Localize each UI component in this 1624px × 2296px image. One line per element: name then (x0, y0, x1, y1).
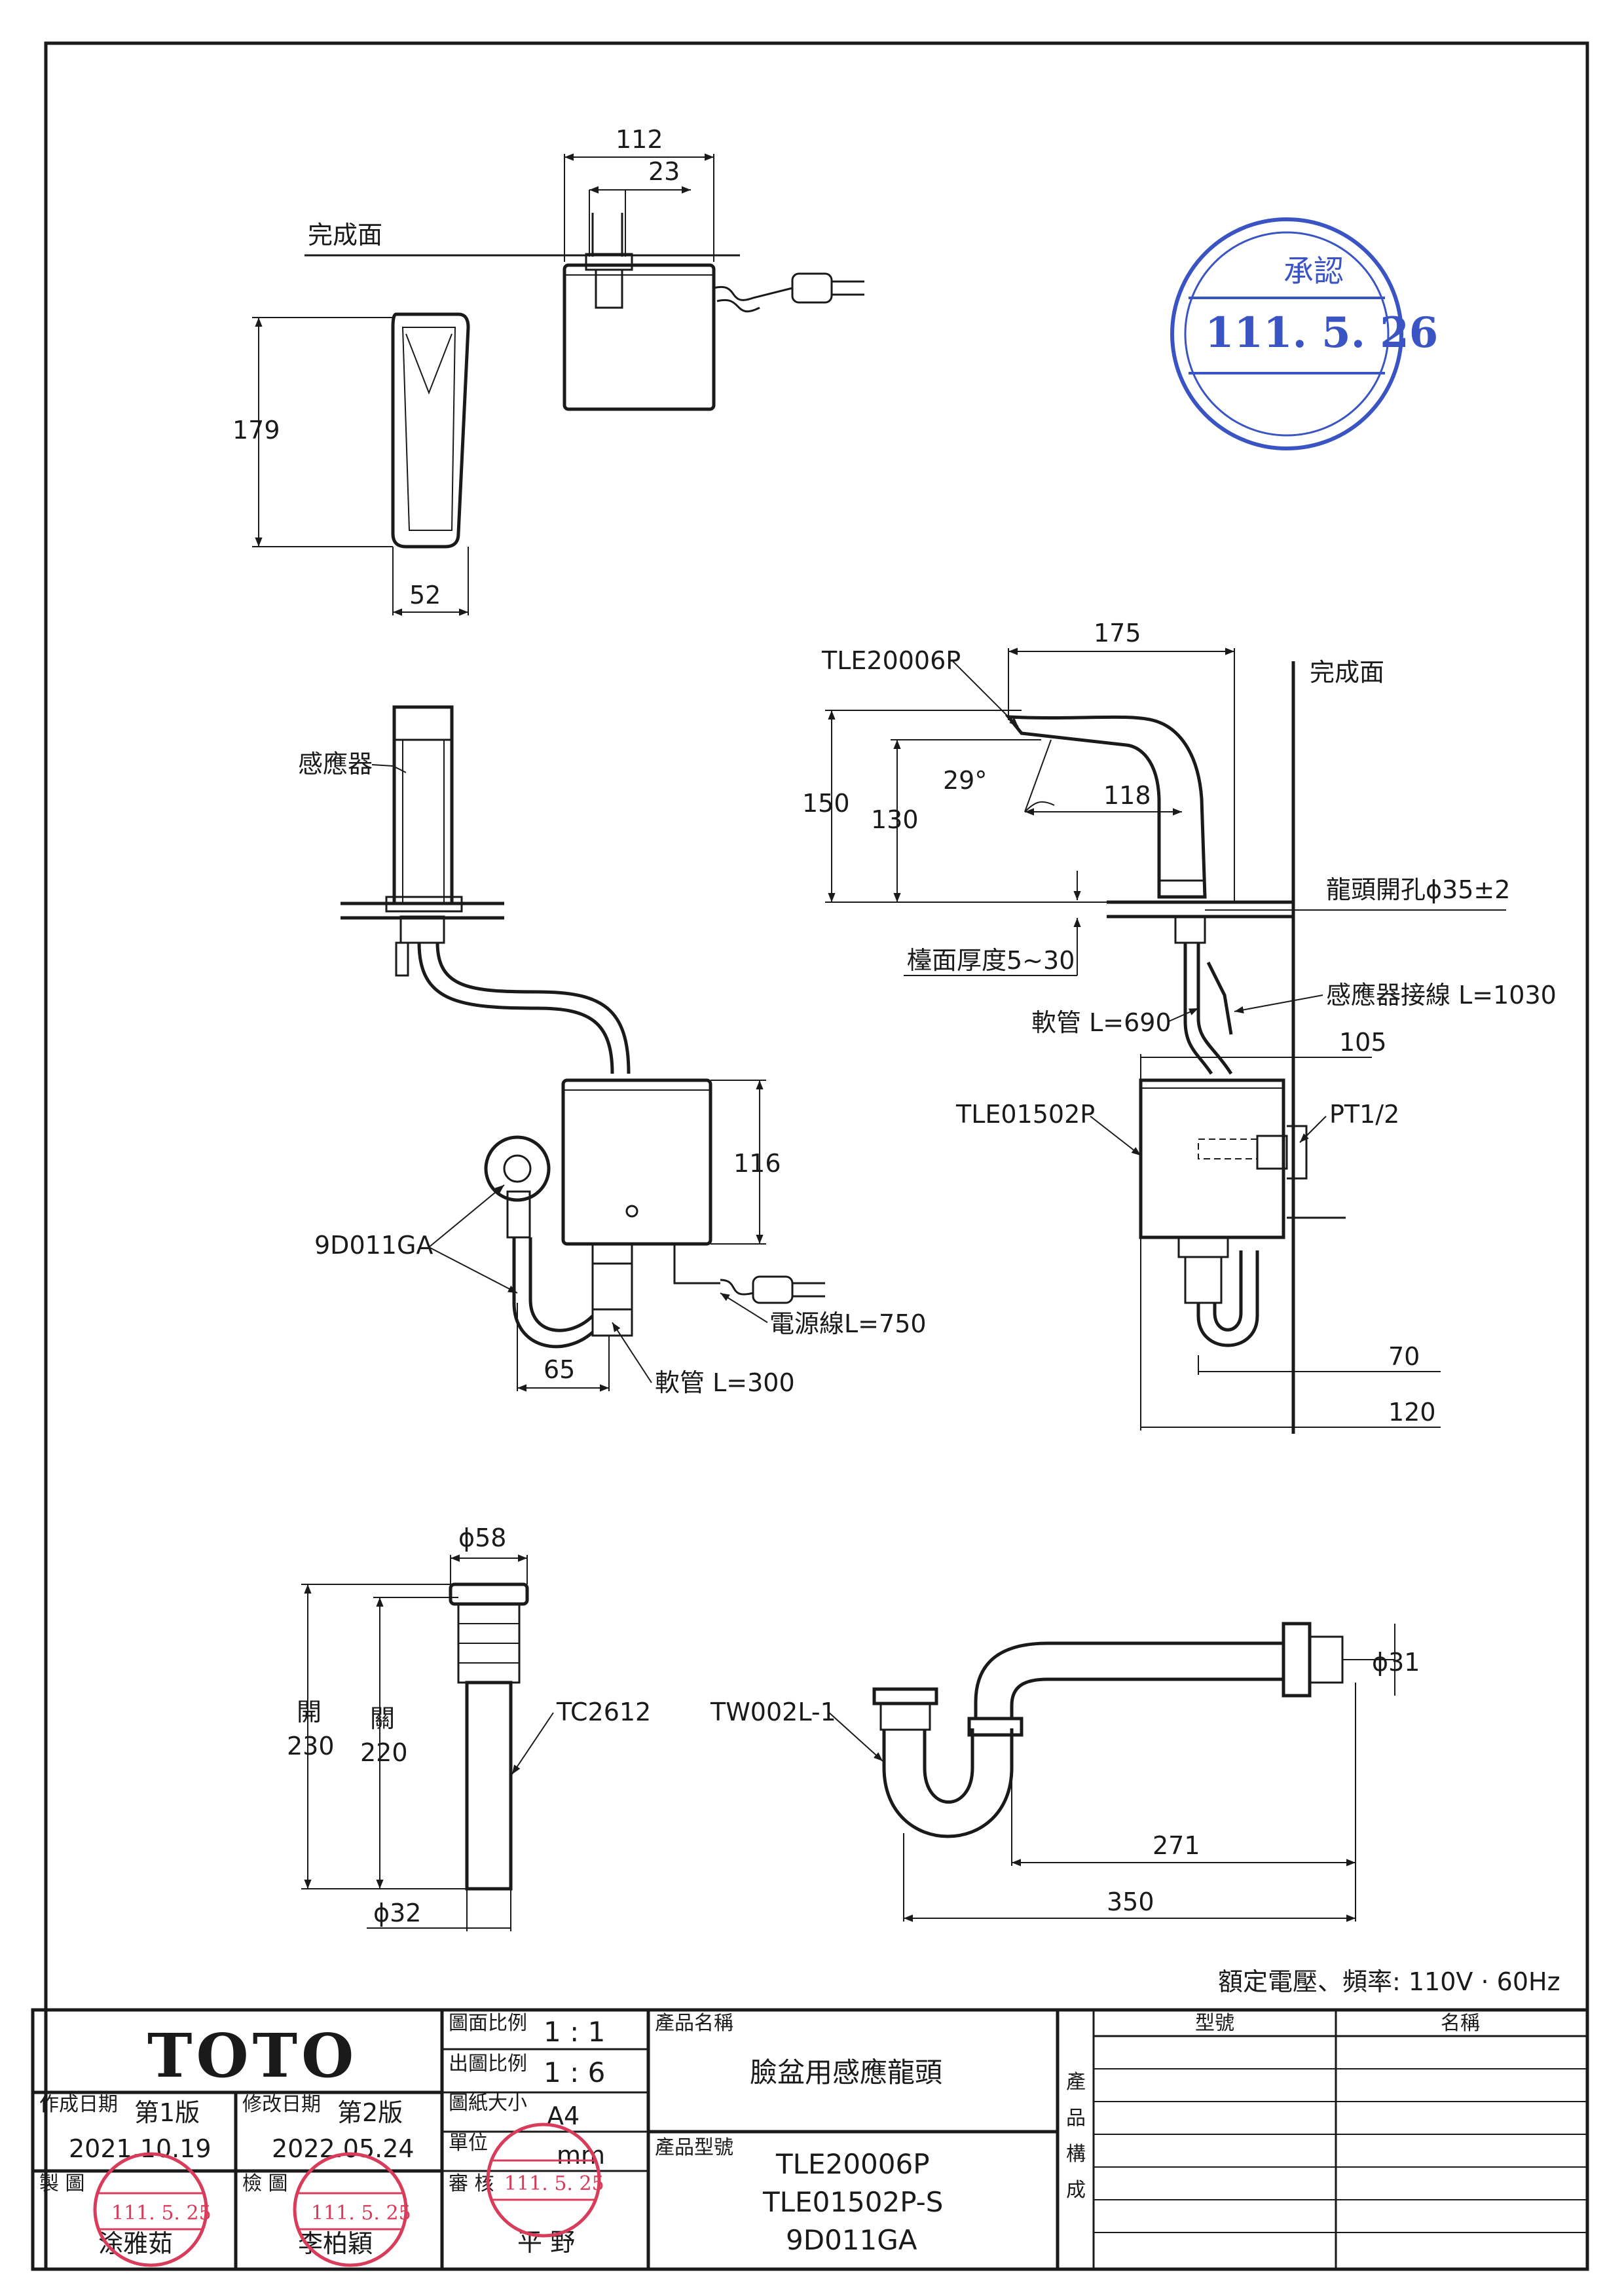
dim-118: 118 (1103, 781, 1151, 810)
composition-char-4: 成 (1066, 2179, 1086, 2202)
drawn-label: 製 圖 (39, 2172, 85, 2195)
pt-thread-label: PT1/2 (1329, 1100, 1399, 1129)
create-date: 2021.10.19 (69, 2134, 212, 2163)
name-col-header: 名稱 (1441, 2012, 1480, 2035)
front-view: 感應器 9D011GA 116 電源線L=750 65 軟管 (298, 705, 927, 1397)
dim-220: 220 (360, 1738, 408, 1767)
seal-checked-date: 111. 5. 25 (311, 2202, 411, 2225)
rated-voltage: 額定電壓、頻率: 110V · 60Hz (1218, 1967, 1560, 1996)
trap-view: TW002L-1 ϕ31 271 350 (710, 1622, 1420, 1922)
dim-150: 150 (802, 789, 850, 818)
dim-70: 70 (1388, 1342, 1420, 1371)
composition-char-1: 產 (1066, 2071, 1086, 2094)
create-date-label: 作成日期 (39, 2093, 118, 2116)
dim-175: 175 (1094, 619, 1141, 647)
hose-300-label: 軟管 L=300 (655, 1368, 795, 1397)
modify-date: 2022.05.24 (272, 2134, 415, 2163)
dim-105: 105 (1339, 1028, 1387, 1057)
dim-52: 52 (409, 581, 441, 610)
unit-label: 單位 (449, 2132, 488, 2155)
print-scale-label: 出圖比例 (449, 2052, 527, 2075)
dim-230: 230 (287, 1732, 335, 1760)
modify-edition: 第2版 (337, 2098, 403, 2127)
checked-label: 檢 圖 (242, 2172, 288, 2195)
control-box-model-label: TLE01502P (955, 1100, 1095, 1129)
seal-checked: 111. 5. 25 (293, 2152, 411, 2267)
dim-phi32: ϕ32 (373, 1899, 421, 1927)
composition-char-2: 品 (1066, 2107, 1086, 2130)
dim-130: 130 (871, 805, 919, 834)
side-view: 完成面 TLE20006P 175 150 (802, 619, 1557, 1434)
angle-29: 29° (943, 766, 987, 795)
checked-by: 李柏穎 (298, 2229, 373, 2258)
part-9d011ga-label: 9D011GA (314, 1231, 433, 1260)
sensor-label: 感應器 (298, 750, 373, 778)
top-view: 完成面 112 23 179 52 (232, 125, 864, 616)
open-label: 開 (297, 1698, 322, 1726)
approval-word: 承認 (1283, 253, 1344, 289)
product-model-label: 產品型號 (655, 2136, 733, 2159)
dim-112: 112 (616, 125, 663, 154)
approval-stamp: 承認 111. 5. 26 (1170, 217, 1438, 450)
paper-size-label: 圖紙大小 (449, 2092, 527, 2115)
faucet-model-label: TLE20006P (821, 646, 961, 675)
approval-date: 111. 5. 26 (1205, 308, 1438, 357)
closed-label: 關 (370, 1704, 395, 1733)
create-edition: 第1版 (134, 2098, 200, 2127)
counter-thickness-label: 檯面厚度5~30 (907, 946, 1075, 975)
print-scale-value: 1 : 6 (544, 2056, 605, 2088)
composition-char-3: 構 (1066, 2143, 1086, 2166)
hose-690-label: 軟管 L=690 (1031, 1008, 1172, 1037)
drawn-by: 涂雅茹 (98, 2229, 173, 2258)
product-model-3: 9D011GA (786, 2224, 917, 2256)
product-name: 臉盆用感應龍頭 (750, 2056, 942, 2088)
drain-model-label: TC2612 (556, 1698, 651, 1726)
toto-logo: TOTO (147, 2020, 358, 2091)
finish-surface-label: 完成面 (308, 221, 382, 249)
dim-350: 350 (1107, 1887, 1154, 1916)
dim-179: 179 (232, 416, 280, 445)
dim-23: 23 (648, 157, 680, 186)
seal-review: 111. 5. 25 (486, 2123, 604, 2238)
scale-value: 1 : 1 (544, 2016, 605, 2048)
seal-drawn: 111. 5. 25 (93, 2152, 212, 2267)
drain-view: ϕ58 開 230 關 220 TC2612 ϕ32 (287, 1523, 651, 1931)
side-finish-surface: 完成面 (1310, 658, 1384, 687)
product-model-2: TLE01502P-S (762, 2186, 943, 2218)
tap-hole-label: 龍頭開孔ϕ35±2 (1326, 875, 1510, 904)
power-cord-label: 電源線L=750 (769, 1309, 927, 1338)
dim-phi31: ϕ31 (1372, 1648, 1420, 1677)
scale-label: 圖面比例 (449, 2012, 527, 2035)
sheet-border (44, 41, 1589, 2271)
sensor-cable-label: 感應器接線 L=1030 (1326, 981, 1557, 1010)
product-name-label: 產品名稱 (655, 2012, 733, 2035)
title-block: TOTO 圖面比例 1 : 1 出圖比例 1 : 6 圖紙大小 A4 單位 mm… (31, 2008, 1589, 2271)
model-col-header: 型號 (1195, 2012, 1234, 2035)
dim-271: 271 (1153, 1831, 1200, 1860)
modify-date-label: 修改日期 (242, 2093, 321, 2116)
product-model-1: TLE20006P (775, 2148, 930, 2180)
seal-drawn-date: 111. 5. 25 (111, 2202, 212, 2225)
trap-model-label: TW002L-1 (710, 1698, 836, 1726)
dim-116: 116 (733, 1149, 781, 1178)
dim-120: 120 (1388, 1398, 1436, 1427)
dim-phi58: ϕ58 (458, 1523, 506, 1552)
dim-65: 65 (544, 1355, 575, 1384)
seal-review-date: 111. 5. 25 (504, 2172, 604, 2195)
